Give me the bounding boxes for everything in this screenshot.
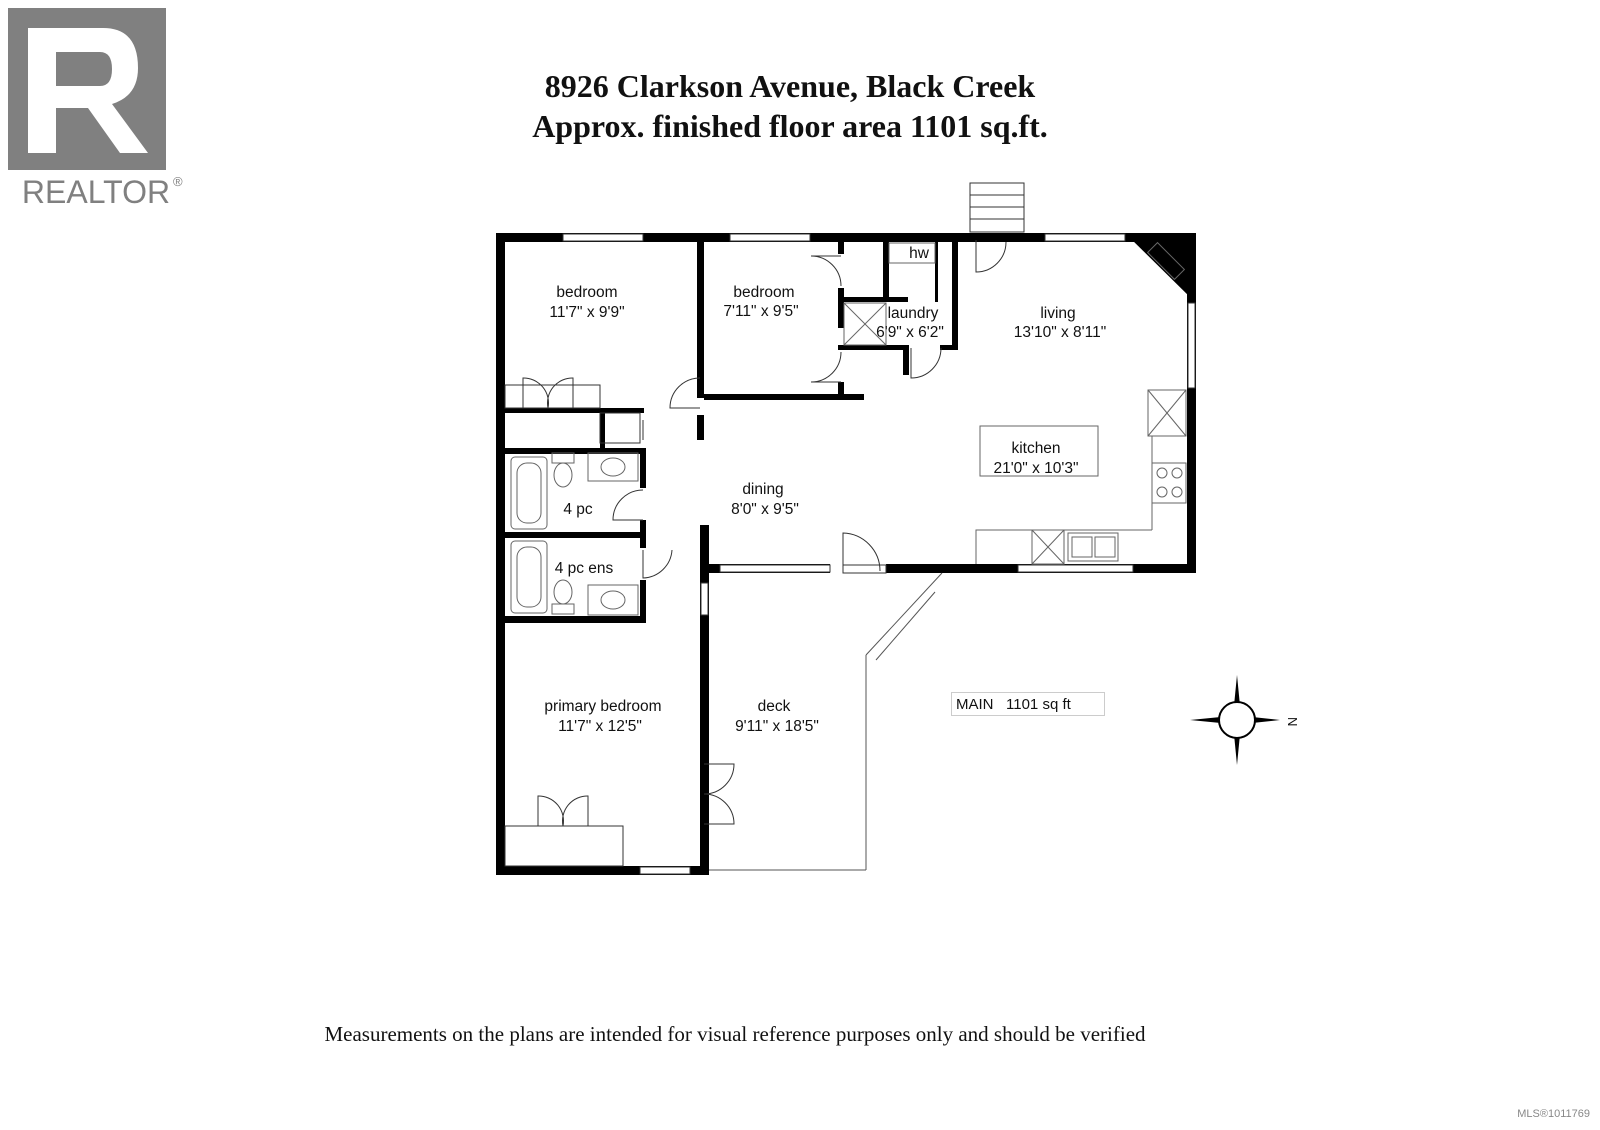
registered-mark: ® [173, 174, 183, 189]
primary-bedroom-label: primary bedroom [544, 698, 661, 715]
area-summary-value: 1101 sq ft [1006, 696, 1071, 713]
dining-dims: 8'0" x 9'5" [731, 501, 799, 518]
ensuite-label: 4 pc ens [555, 560, 614, 577]
deck-dims: 9'11" x 18'5" [735, 718, 819, 735]
realtor-wordmark: REALTOR [22, 174, 170, 210]
living-label: living [1040, 305, 1075, 322]
plan-title-address: 8926 Clarkson Avenue, Black Creek [544, 68, 1036, 104]
primary-bedroom-dims: 11'7" x 12'5" [558, 718, 642, 735]
bedroom2-dims: 7'11" x 9'5" [723, 303, 798, 320]
area-summary-box: MAIN 1101 sq ft [951, 692, 1105, 716]
closets [504, 384, 641, 867]
laundry-dims: 6'9" x 6'2" [876, 324, 944, 341]
laundry-label: laundry [888, 305, 939, 322]
realtor-logo: REALTOR ® [8, 8, 186, 213]
deck-outline [709, 572, 943, 871]
deck-label: deck [758, 698, 791, 715]
room-labels: bedroom 11'7" x 9'9" bedroom 7'11" x 9'5… [544, 245, 1106, 735]
compass: N [1190, 675, 1300, 765]
fixtures [510, 241, 1187, 616]
hw-label: hw [909, 245, 930, 262]
kitchen-label: kitchen [1011, 440, 1060, 457]
doors [522, 182, 1025, 827]
bath-label: 4 pc [563, 501, 593, 518]
dining-label: dining [742, 481, 783, 498]
mls-number: MLS®1011769 [1517, 1108, 1590, 1120]
windows [562, 233, 1196, 875]
bedroom1-label: bedroom [556, 284, 617, 301]
interior-walls [505, 233, 958, 623]
plan-title-area: Approx. finished floor area 1101 sq.ft. [532, 108, 1048, 144]
realtor-logo-mark: REALTOR ® [8, 8, 183, 210]
living-dims: 13'10" x 8'11" [1014, 324, 1106, 341]
bedroom2-label: bedroom [733, 284, 794, 301]
area-summary-label: MAIN [956, 696, 994, 713]
kitchen-dims: 21'0" x 10'3" [993, 460, 1078, 477]
bedroom1-dims: 11'7" x 9'9" [549, 304, 624, 321]
disclaimer: Measurements on the plans are intended f… [324, 1022, 1146, 1046]
compass-north-label: N [1285, 717, 1300, 726]
